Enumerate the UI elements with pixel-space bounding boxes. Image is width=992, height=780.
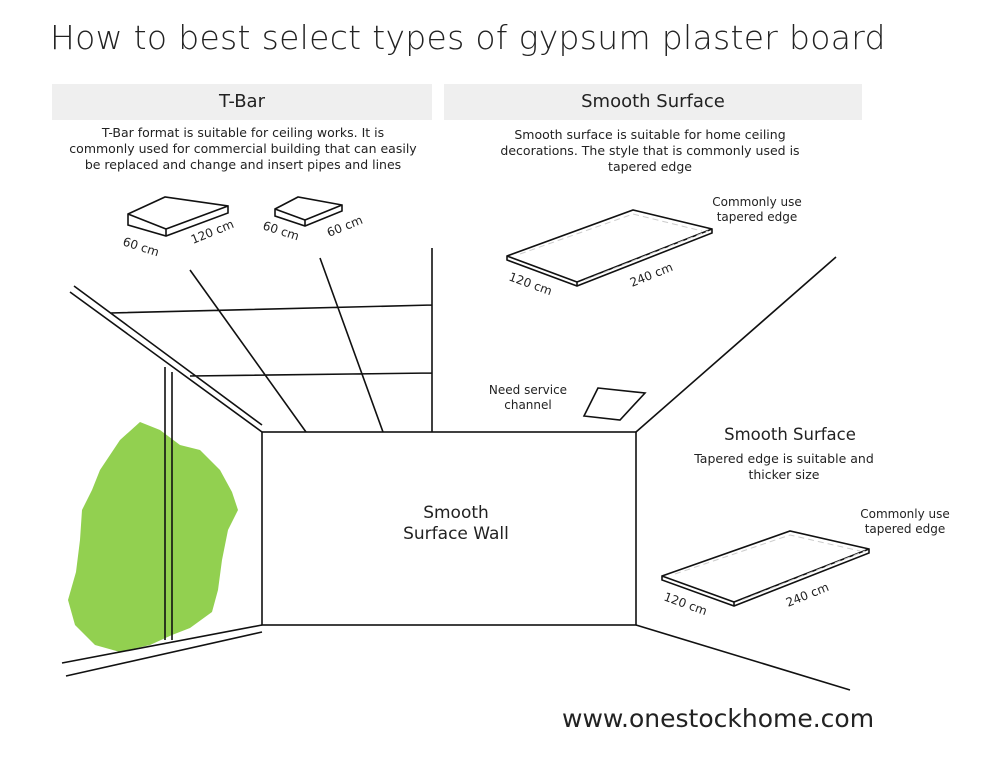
website-url[interactable]: www.onestockhome.com	[562, 704, 875, 733]
smooth-wall-board	[661, 530, 870, 607]
service-channel-hatch	[582, 387, 647, 421]
tbar-description: T-Bar format is suitable for ceiling wor…	[69, 125, 417, 172]
wall-label: Smooth Surface Wall	[403, 503, 509, 544]
smooth-wall-edge-note: Commonly use tapered edge	[860, 507, 950, 536]
window-frame	[164, 367, 173, 640]
smooth-ceiling-board-length: 240 cm	[628, 260, 675, 290]
ceiling-lines	[69, 248, 837, 433]
plant-shape	[68, 422, 238, 652]
back-wall	[261, 431, 637, 626]
smooth-wall-description: Tapered edge is suitable and thicker siz…	[694, 451, 874, 482]
service-channel-label: Need service channel	[488, 383, 568, 412]
tbar-board1-width: 60 cm	[121, 235, 161, 260]
smooth-ceiling-edge-note: Commonly use tapered edge	[712, 195, 802, 224]
tbar-board2-length: 60 cm	[325, 213, 365, 240]
smooth-ceiling-board-width: 120 cm	[507, 270, 554, 299]
tbar-board1-length: 120 cm	[189, 217, 236, 247]
tbar-board-60x120	[127, 196, 229, 237]
smooth-wall-heading: Smooth Surface	[724, 425, 856, 444]
tbar-board-60x60	[274, 196, 343, 227]
page-title: How to best select types of gypsum plast…	[50, 18, 886, 57]
floor-lines	[61, 624, 851, 691]
tbar-heading: T-Bar	[52, 84, 432, 120]
smooth-ceiling-heading: Smooth Surface	[444, 84, 862, 120]
smooth-ceiling-description: Smooth surface is suitable for home ceil…	[500, 127, 800, 174]
smooth-ceiling-board	[506, 209, 713, 287]
